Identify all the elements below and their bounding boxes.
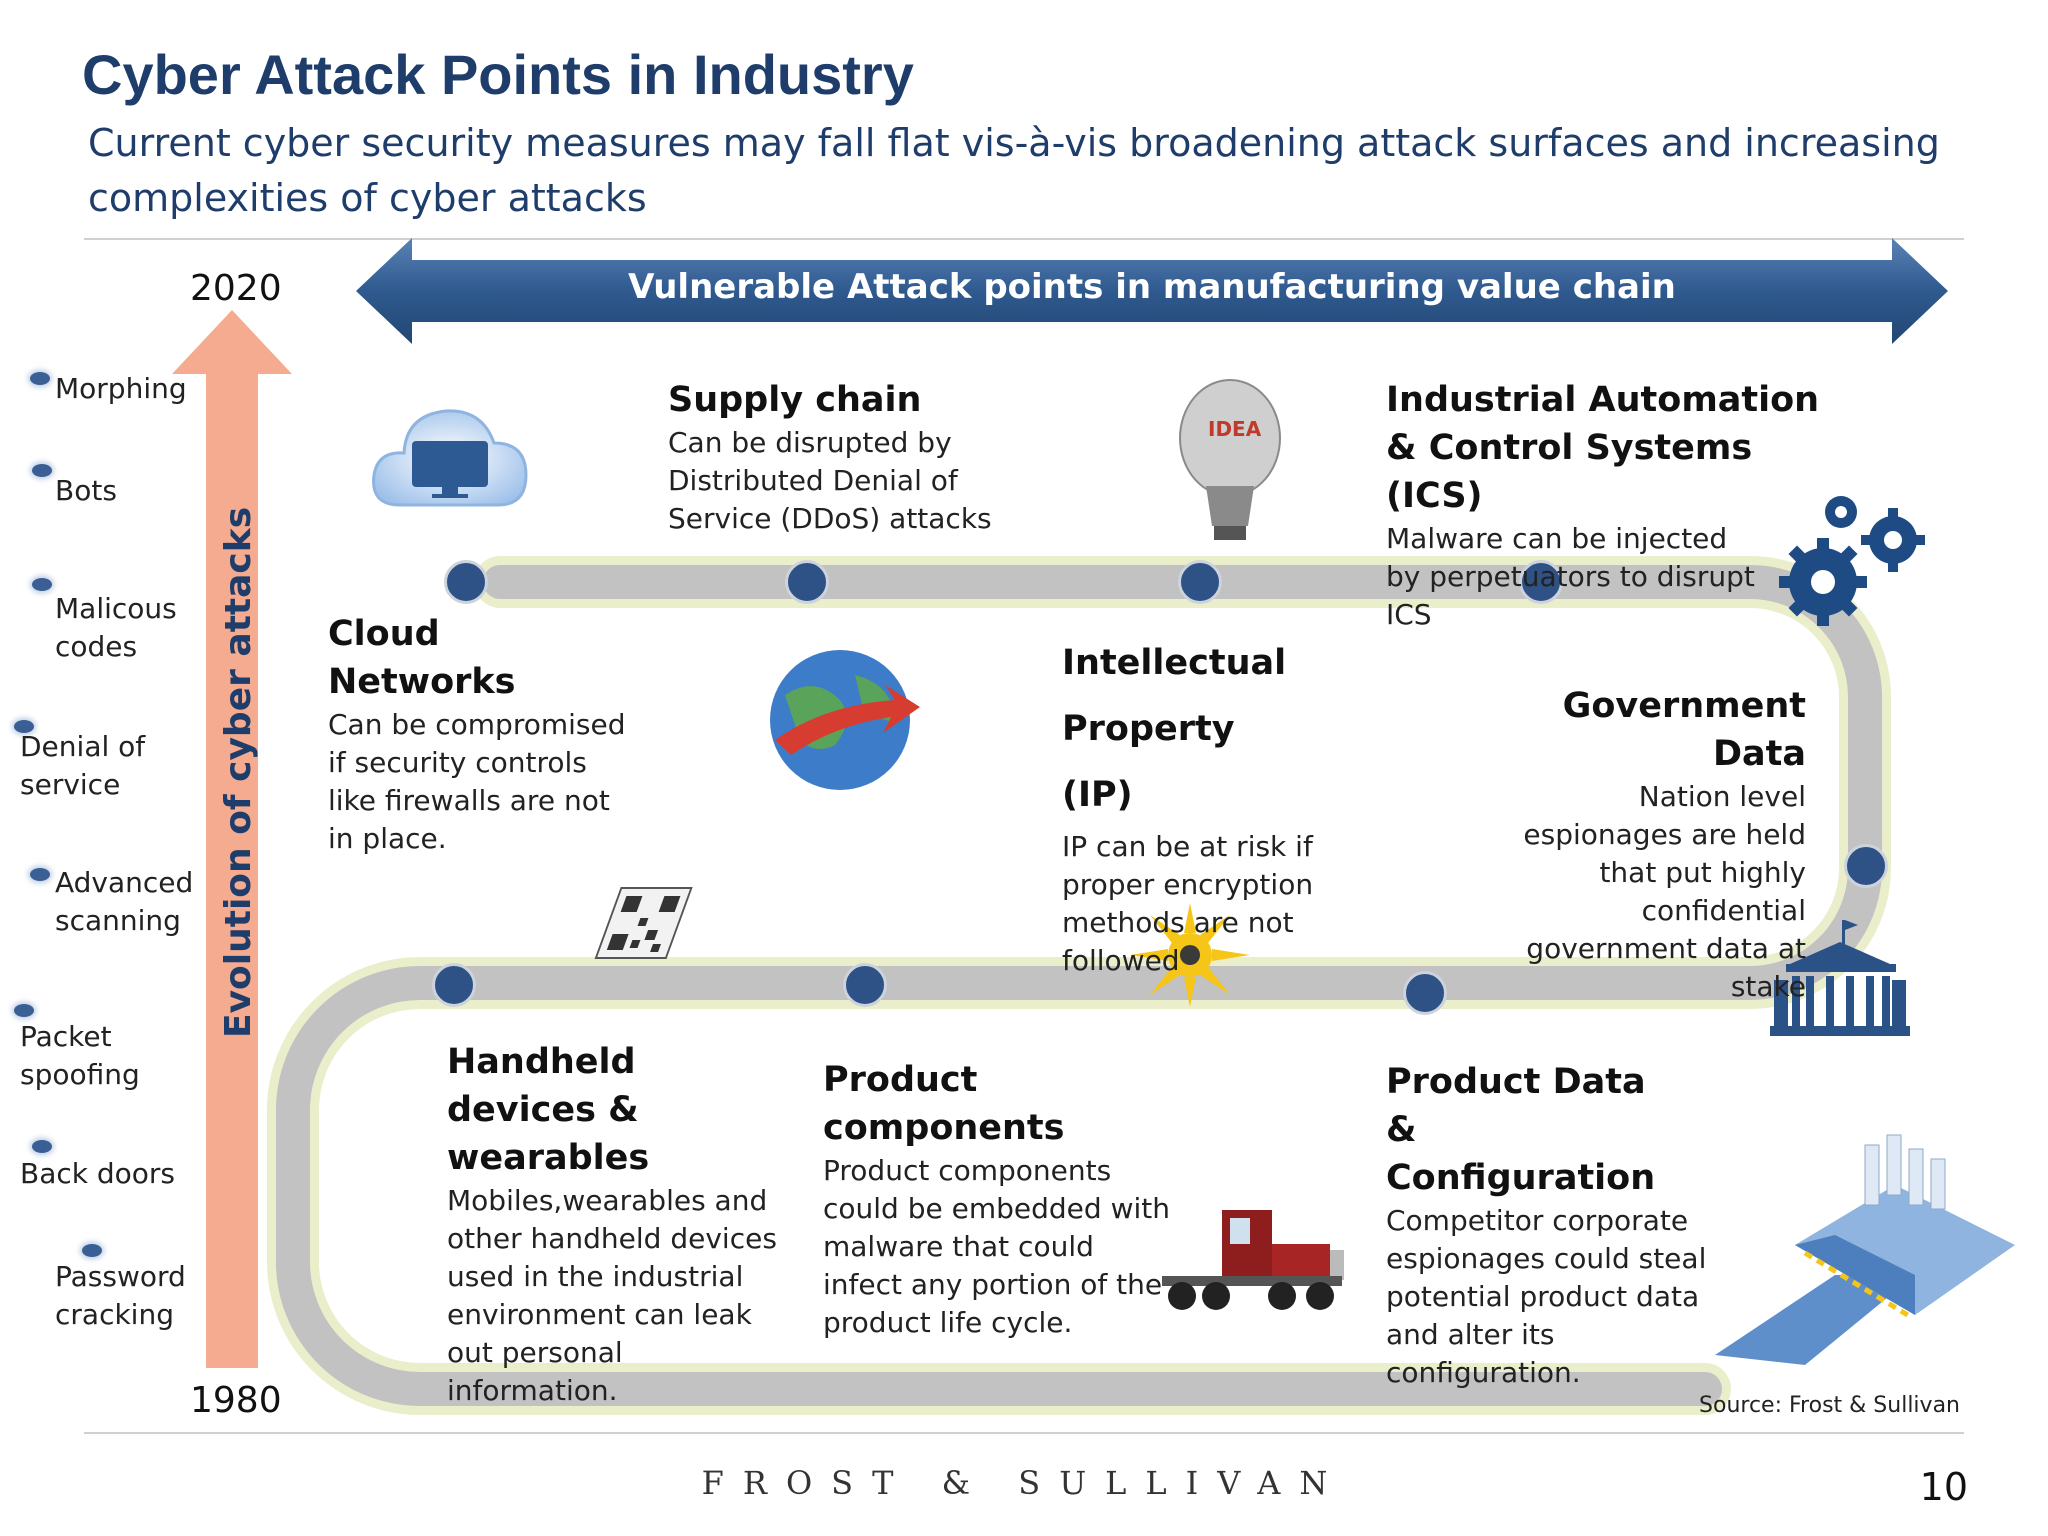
point-description: Competitor corporate espionages could st…	[1386, 1204, 1707, 1389]
point-title: Cloud Networks	[328, 614, 516, 702]
node-government	[1844, 844, 1888, 888]
node-handheld	[432, 963, 476, 1007]
attack-morphing: Morphing	[55, 372, 187, 405]
factory-icon	[1715, 1134, 2015, 1365]
point-description: Product components could be embedded wit…	[823, 1154, 1170, 1339]
bottom-divider	[84, 1432, 1964, 1434]
attack-denial-of-service: Denial of service	[20, 730, 146, 801]
attack-packet-spoofing: Packet spoofing	[20, 1020, 140, 1091]
node-components	[843, 963, 887, 1007]
attack-malicious-codes: Malicous codes	[55, 592, 177, 663]
evolution-arrow	[172, 310, 292, 1368]
qr-code-icon	[594, 887, 693, 959]
point-description: Malware can be injected by perpetuators …	[1386, 522, 1755, 631]
point-cloud-networks: Cloud Networks Can be compromised if sec…	[328, 610, 628, 858]
point-ics: Industrial Automation & Control Systems …	[1386, 376, 1826, 634]
year-bottom: 1980	[190, 1380, 282, 1421]
bullet-icon	[14, 1004, 34, 1017]
bullet-icon	[14, 720, 34, 733]
idea-bulb-icon: IDEA	[1179, 379, 1281, 540]
point-title: Product components	[823, 1060, 1065, 1148]
bullet-icon	[32, 464, 52, 477]
node-supply-chain	[785, 560, 829, 604]
bullet-icon	[30, 372, 50, 385]
cloud-monitor-icon	[372, 409, 528, 507]
point-title: Intellectual Property (IP)	[1062, 643, 1287, 815]
svg-text:IDEA: IDEA	[1208, 417, 1262, 441]
point-product-components: Product components Product components co…	[823, 1056, 1175, 1342]
page-number: 10	[1919, 1465, 1968, 1509]
node-cloud	[444, 560, 488, 604]
bullet-icon	[32, 578, 52, 591]
point-description: Can be disrupted by Distributed Denial o…	[668, 426, 992, 535]
point-handheld-devices: Handheld devices & wearables Mobiles,wea…	[447, 1038, 792, 1410]
node-ics	[1519, 560, 1563, 604]
banner-label: Vulnerable Attack points in manufacturin…	[628, 267, 1676, 307]
attack-advanced-scanning: Advanced scanning	[55, 866, 194, 937]
attack-password-cracking: Password cracking	[55, 1260, 186, 1331]
point-description: Can be compromised if security controls …	[328, 708, 626, 855]
node-ip	[1178, 560, 1222, 604]
source-note: Source: Frost & Sullivan	[1699, 1393, 1960, 1418]
top-divider	[84, 238, 1964, 240]
government-building-icon	[1770, 920, 1910, 1036]
value-chain-banner: Vulnerable Attack points in manufacturin…	[356, 238, 1948, 344]
point-supply-chain: Supply chain Can be disrupted by Distrib…	[668, 376, 1008, 538]
node-product-data	[1403, 971, 1447, 1015]
page-subtitle: Current cyber security measures may fall…	[88, 121, 1940, 220]
point-intellectual-property: Intellectual Property (IP) IP can be at …	[1062, 630, 1402, 980]
point-description: IP can be at risk if proper encryption m…	[1062, 830, 1314, 977]
point-title: Supply chain	[668, 380, 922, 420]
truck-icon	[1162, 1210, 1344, 1310]
point-product-data: Product Data & Configuration Competitor …	[1386, 1058, 1736, 1392]
point-title: Handheld devices & wearables	[447, 1042, 650, 1178]
point-government-data: Government Data Nation level espionages …	[1480, 682, 1806, 1006]
attack-back-doors: Back doors	[20, 1157, 176, 1190]
bullet-icon	[30, 868, 50, 881]
year-top: 2020	[190, 268, 282, 309]
point-description: Nation level espionages are held that pu…	[1523, 780, 1806, 1003]
point-title: Government Data	[1562, 686, 1806, 774]
page-title: Cyber Attack Points in Industry	[82, 43, 914, 106]
point-title: Industrial Automation & Control Systems …	[1386, 380, 1820, 516]
point-description: Mobiles,wearables and other handheld dev…	[447, 1184, 777, 1407]
sunburst-icon	[1130, 903, 1250, 1007]
attack-bots: Bots	[55, 474, 117, 507]
frost-sullivan-logo: FROST & SULLIVAN	[701, 1464, 1347, 1502]
bullet-icon	[82, 1244, 102, 1257]
double-arrow-icon	[356, 238, 1948, 344]
globe-arrows-icon	[770, 650, 920, 790]
gears-icon	[1779, 496, 1925, 626]
bullet-icon	[32, 1140, 52, 1153]
point-title: Product Data & Configuration	[1386, 1062, 1656, 1198]
